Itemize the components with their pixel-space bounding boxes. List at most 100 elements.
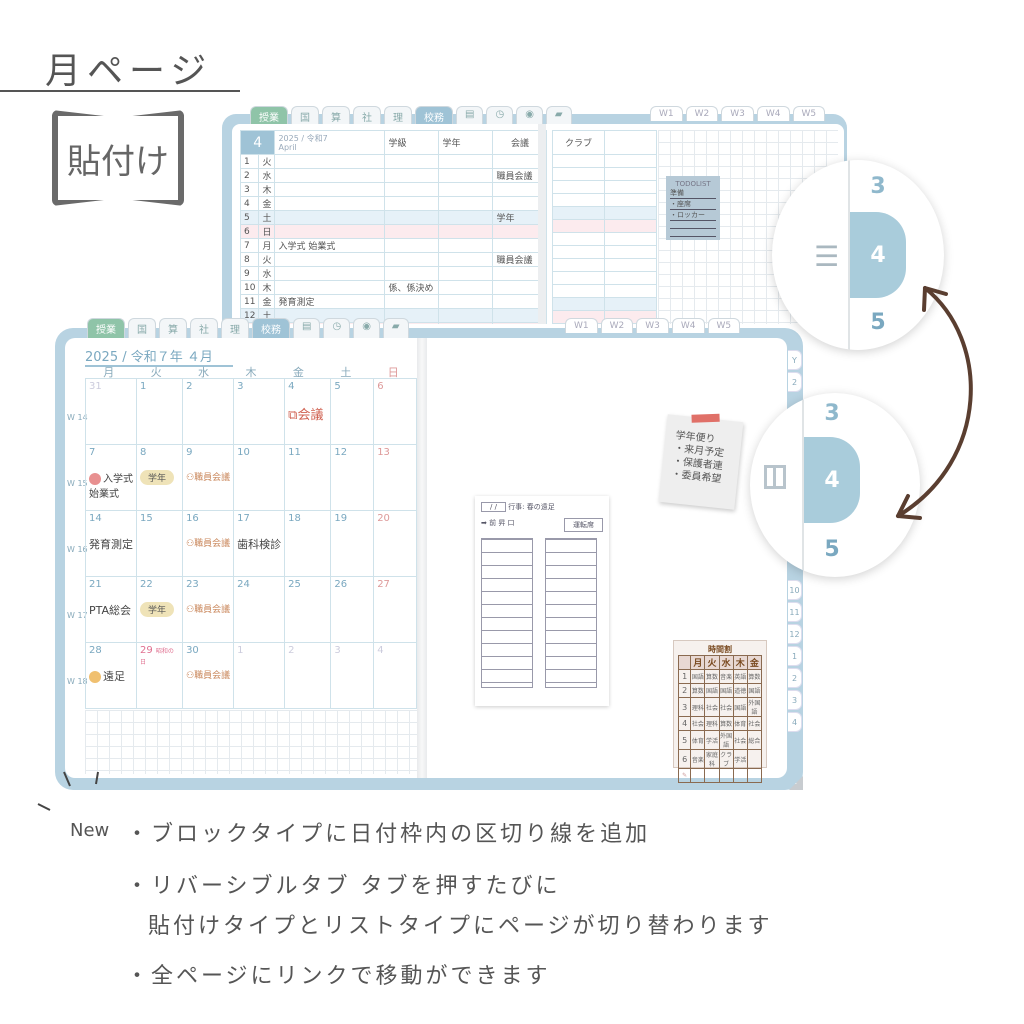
- feature-item: ・ブロックタイプに日付枠内の区切り線を追加: [126, 822, 651, 847]
- folder-icon[interactable]: ▰: [382, 318, 409, 338]
- day-cell[interactable]: 2: [284, 642, 332, 709]
- tab-school-affairs[interactable]: 校務: [415, 106, 453, 126]
- list-spine: [538, 124, 546, 324]
- tab-month-5[interactable]: 5: [870, 309, 886, 335]
- tab-month-5[interactable]: 5: [824, 536, 840, 562]
- side-tab[interactable]: 2: [788, 372, 802, 392]
- day-cell[interactable]: 6: [373, 378, 417, 445]
- tab-w1[interactable]: W1: [650, 106, 683, 121]
- tab-w5[interactable]: W5: [792, 106, 826, 121]
- day-cell[interactable]: 25: [284, 576, 332, 643]
- tab-month-4-active[interactable]: 4: [804, 437, 860, 523]
- sticky-note[interactable]: 学年便り・来月予定・保護者連・委員希望: [658, 413, 744, 510]
- week-label[interactable]: W 17: [67, 611, 88, 620]
- tab-w4[interactable]: W4: [671, 318, 705, 333]
- side-tab[interactable]: 4: [788, 712, 802, 732]
- tab-class[interactable]: 授業: [87, 318, 125, 338]
- tab-w4[interactable]: W4: [756, 106, 790, 121]
- side-tab[interactable]: 10: [788, 580, 802, 600]
- memo-icon[interactable]: ▤: [456, 106, 484, 126]
- list-notebook: 授業 国 算 社 理 校務 ▤ ◷ ◉ ▰ W1 W2 W3 W4 W5 4 2…: [222, 106, 847, 324]
- help-icon[interactable]: ?: [789, 776, 803, 790]
- day-cell[interactable]: 27: [373, 576, 417, 643]
- day-cell[interactable]: 3: [233, 378, 286, 445]
- day-cell[interactable]: 5: [330, 378, 375, 445]
- clock-icon[interactable]: ◷: [486, 106, 514, 126]
- side-tab[interactable]: 11: [788, 602, 802, 622]
- tab-w3[interactable]: W3: [721, 106, 754, 121]
- tab-w5[interactable]: W5: [707, 318, 741, 333]
- chat-icon[interactable]: ◉: [353, 318, 380, 338]
- seating-chart[interactable]: / / 行事: 春の遠足 ➡ 前 昇 口運転席: [475, 496, 609, 706]
- tab-month-3[interactable]: 3: [870, 173, 886, 199]
- tab-social[interactable]: 社: [190, 318, 218, 338]
- side-tab[interactable]: 12: [788, 624, 802, 644]
- tab-japanese[interactable]: 国: [291, 106, 319, 126]
- day-cell[interactable]: 31: [85, 378, 137, 445]
- event: PTA総会: [89, 604, 132, 617]
- day-cell[interactable]: 2: [182, 378, 235, 445]
- tab-science[interactable]: 理: [384, 106, 412, 126]
- side-tab[interactable]: 2: [788, 668, 802, 688]
- day-cell[interactable]: 4: [373, 642, 417, 709]
- subject-tabs: 授業 国 算 社 理 校務 ▤ ◷ ◉ ▰: [250, 106, 572, 126]
- tab-month-4-active[interactable]: 4: [850, 212, 906, 298]
- tab-month-3[interactable]: 3: [824, 400, 840, 426]
- side-tab-year[interactable]: Y: [788, 350, 802, 370]
- day-cell[interactable]: 1: [233, 642, 286, 709]
- tab-science[interactable]: 理: [221, 318, 249, 338]
- clock-icon[interactable]: ◷: [323, 318, 351, 338]
- paste-icon[interactable]: [764, 465, 786, 489]
- day-cell[interactable]: 16⚇職員会議: [182, 510, 235, 577]
- chat-icon[interactable]: ◉: [516, 106, 543, 126]
- side-tab[interactable]: 1: [788, 646, 802, 666]
- zoom-circle-paste: 3 4 5: [750, 393, 920, 577]
- week-label[interactable]: W 18: [67, 677, 88, 686]
- tab-social[interactable]: 社: [353, 106, 381, 126]
- folder-icon[interactable]: ▰: [545, 106, 572, 126]
- week-label[interactable]: W 16: [67, 545, 88, 554]
- memo-icon[interactable]: ▤: [293, 318, 321, 338]
- day-cell[interactable]: 3: [330, 642, 375, 709]
- day-cell[interactable]: 12: [330, 444, 375, 511]
- day-cell[interactable]: 11: [284, 444, 332, 511]
- tab-w2[interactable]: W2: [685, 106, 719, 121]
- day-cell[interactable]: 20: [373, 510, 417, 577]
- day-cell[interactable]: 30⚇職員会議: [182, 642, 235, 709]
- day-cell[interactable]: 19: [330, 510, 375, 577]
- week-label[interactable]: W 14: [67, 413, 88, 422]
- day-cell[interactable]: 9⚇職員会議: [182, 444, 235, 511]
- week-tabs: W1 W2 W3 W4 W5: [650, 106, 826, 121]
- side-tab[interactable]: 3: [788, 690, 802, 710]
- day-cell[interactable]: 4⧉会議: [284, 378, 332, 445]
- day-cell[interactable]: 23⚇職員会議: [182, 576, 235, 643]
- tab-w2[interactable]: W2: [600, 318, 634, 333]
- day-cell[interactable]: 15: [135, 510, 184, 577]
- day-cell[interactable]: 29 昭和の日: [135, 642, 184, 709]
- list-icon[interactable]: ☰: [814, 240, 840, 273]
- tab-w1[interactable]: W1: [565, 318, 598, 333]
- day-cell[interactable]: 18: [284, 510, 332, 577]
- tab-math[interactable]: 算: [159, 318, 187, 338]
- tab-school-affairs[interactable]: 校務: [252, 318, 290, 338]
- tab-japanese[interactable]: 国: [128, 318, 156, 338]
- tab-class[interactable]: 授業: [250, 106, 288, 126]
- day-cell[interactable]: 10: [233, 444, 286, 511]
- timetable-title: 時間割: [708, 645, 732, 654]
- day-cell[interactable]: 1: [135, 378, 184, 445]
- day-cell[interactable]: 13: [373, 444, 417, 511]
- tab-math[interactable]: 算: [322, 106, 350, 126]
- day-cell[interactable]: 24: [233, 576, 286, 643]
- week-label[interactable]: W 15: [67, 479, 88, 488]
- day-cell[interactable]: 26: [330, 576, 375, 643]
- title-underline: [0, 90, 240, 92]
- tab-w3[interactable]: W3: [636, 318, 669, 333]
